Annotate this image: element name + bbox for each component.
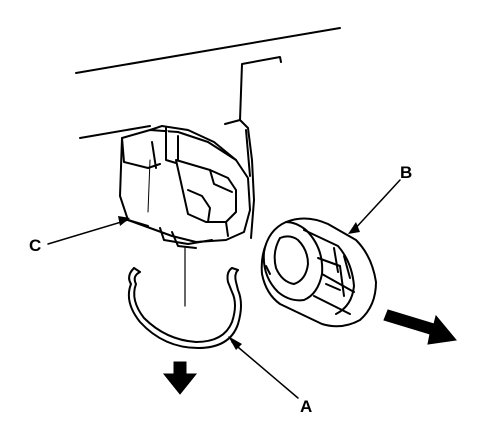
- arrow-down: [162, 361, 198, 395]
- body-panel: [75, 27, 341, 239]
- spring-clip: [127, 267, 242, 349]
- callout-label-c: C: [29, 236, 42, 255]
- leader-arrowhead-a: [228, 336, 242, 350]
- leader-line-c: [47, 219, 129, 245]
- leader-line-b: [351, 179, 401, 233]
- leader-arrowhead-c: [118, 216, 130, 226]
- callout-label-a: A: [300, 397, 313, 416]
- leader-arrowhead-b: [348, 222, 360, 234]
- connector-cap: [260, 217, 377, 328]
- connector-housing: [119, 125, 251, 307]
- callout-label-b: B: [400, 163, 413, 182]
- arrow-right: [383, 309, 457, 345]
- leader-line-a: [231, 341, 299, 399]
